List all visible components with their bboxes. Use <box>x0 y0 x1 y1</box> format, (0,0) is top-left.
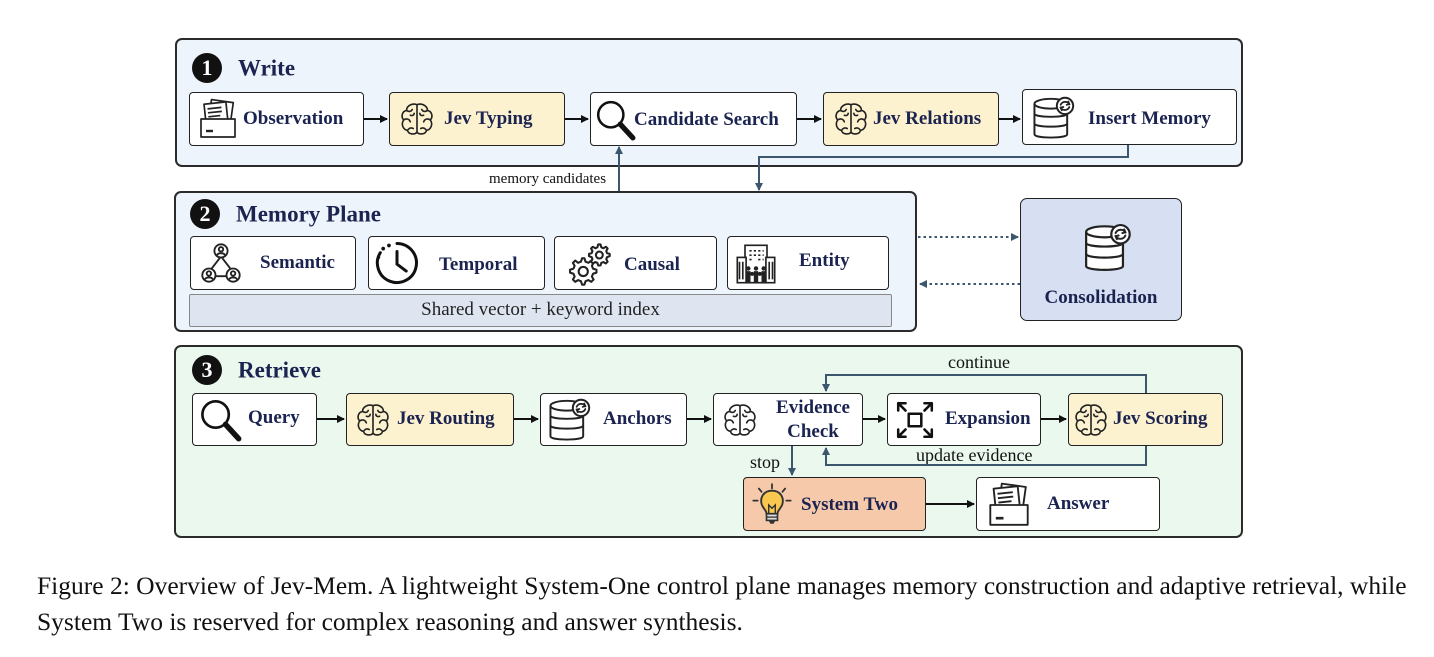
answer-node[interactable]: Answer <box>976 477 1160 531</box>
insert-memory-label: Insert Memory <box>1088 108 1211 129</box>
consolidation-node[interactable]: Consolidation <box>1020 198 1182 321</box>
jev-typing-node[interactable]: Jev Typing <box>389 92 565 146</box>
arrow-update-evidence-loop <box>822 446 1147 466</box>
step-number-badge: 1 <box>192 53 222 83</box>
jev-relations-node[interactable]: Jev Relations <box>823 92 999 146</box>
entity-node[interactable]: Entity <box>727 236 889 290</box>
query-node[interactable]: Query <box>192 393 317 446</box>
candidate-search-node[interactable]: Candidate Search <box>590 92 797 146</box>
semantic-node[interactable]: Semantic <box>190 236 356 290</box>
candidate-search-label: Candidate Search <box>634 109 779 130</box>
stop-label: stop <box>750 452 781 472</box>
query-label: Query <box>248 407 300 428</box>
jev-scoring-node[interactable]: Jev Scoring <box>1068 393 1223 446</box>
evidence-check-node[interactable]: Evidence Check <box>713 393 863 446</box>
evidence-check-label-line2: Check <box>787 421 839 442</box>
anchors-node[interactable]: Anchors <box>540 393 687 446</box>
entity-label: Entity <box>799 250 850 271</box>
observation-label: Observation <box>243 108 344 129</box>
causal-node[interactable]: Causal <box>554 236 717 290</box>
shared-index-bar: Shared vector + keyword index <box>189 294 892 327</box>
temporal-label: Temporal <box>439 254 518 275</box>
jev-relations-label: Jev Relations <box>873 108 982 129</box>
jev-scoring-label: Jev Scoring <box>1113 408 1208 429</box>
expansion-node[interactable]: Expansion <box>887 393 1041 446</box>
causal-label: Causal <box>624 254 680 275</box>
step-number-badge: 2 <box>190 199 220 229</box>
update-evidence-label: update evidence <box>916 445 1033 465</box>
system-two-label: System Two <box>801 494 898 515</box>
memory-candidates-label: memory candidates <box>489 171 607 187</box>
evidence-check-label-line1: Evidence <box>776 397 850 418</box>
continue-label: continue <box>948 352 1010 372</box>
figure-caption: Figure 2: Overview of Jev-Mem. A lightwe… <box>37 571 1407 636</box>
shared-index-label: Shared vector + keyword index <box>421 299 660 320</box>
jev-routing-label: Jev Routing <box>397 408 495 429</box>
insert-memory-node[interactable]: Insert Memory <box>1022 89 1237 145</box>
answer-label: Answer <box>1047 493 1110 514</box>
expansion-label: Expansion <box>945 408 1031 429</box>
observation-node[interactable]: Observation <box>189 92 364 146</box>
step-number-badge: 3 <box>192 355 222 385</box>
system-two-node[interactable]: System Two <box>743 477 926 531</box>
arrow-insert-to-memory <box>755 145 1129 191</box>
consolidation-label: Consolidation <box>1044 287 1158 308</box>
temporal-node[interactable]: Temporal <box>368 236 545 290</box>
jev-routing-node[interactable]: Jev Routing <box>346 393 514 446</box>
anchors-label: Anchors <box>603 408 672 429</box>
jev-typing-label: Jev Typing <box>444 108 533 129</box>
semantic-label: Semantic <box>260 252 335 273</box>
arrow-continue-loop <box>822 374 1147 393</box>
